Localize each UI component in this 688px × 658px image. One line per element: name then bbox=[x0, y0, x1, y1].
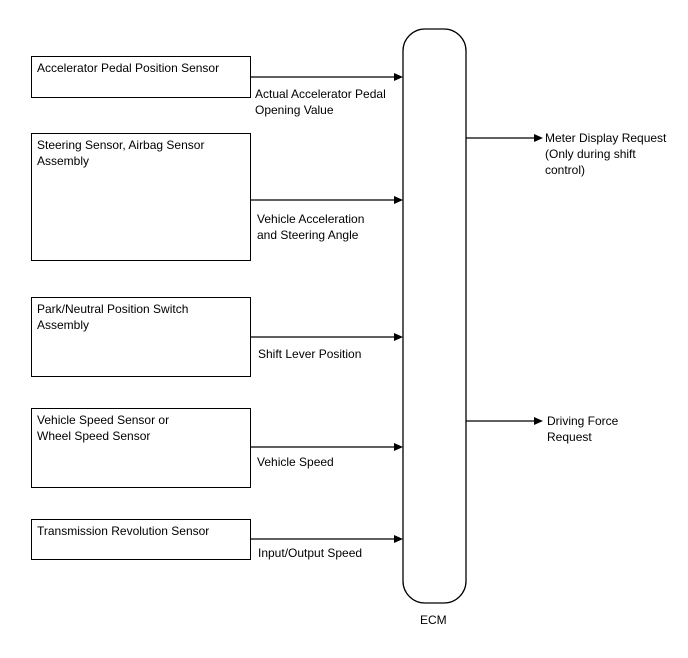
arrowhead-vehicle-speed bbox=[394, 443, 403, 451]
signal-label-accelerator: Actual Accelerator Pedal Opening Value bbox=[255, 87, 386, 117]
signal-label-vehicle-speed: Vehicle Speed bbox=[257, 455, 334, 469]
input-arrows bbox=[251, 73, 403, 543]
output-label-meter-display: Meter Display Request (Only during shift… bbox=[545, 131, 667, 177]
sensor-box-vehicle-speed: Vehicle Speed Sensor or Wheel Speed Sens… bbox=[31, 408, 251, 488]
arrowhead-driving-force bbox=[534, 417, 543, 425]
sensor-box-steering: Steering Sensor, Airbag Sensor Assembly bbox=[31, 133, 251, 261]
arrowhead-transmission bbox=[394, 535, 403, 543]
arrowhead-shift bbox=[394, 333, 403, 341]
signal-label-steering: Vehicle Acceleration and Steering Angle bbox=[257, 212, 365, 242]
sensor-box-park-neutral: Park/Neutral Position Switch Assembly bbox=[31, 297, 251, 377]
sensor-box-accelerator: Accelerator Pedal Position Sensor bbox=[31, 56, 251, 98]
ecm-block bbox=[402, 28, 467, 604]
arrowhead-steering bbox=[394, 196, 403, 204]
arrowhead-accelerator bbox=[394, 73, 403, 81]
arrowhead-meter-display bbox=[534, 134, 543, 142]
signal-label-shift: Shift Lever Position bbox=[258, 347, 362, 361]
output-label-driving-force: Driving Force Request bbox=[547, 414, 619, 444]
ecm-label: ECM bbox=[420, 613, 447, 627]
sensor-box-transmission: Transmission Revolution Sensor bbox=[31, 519, 251, 560]
signal-label-transmission: Input/Output Speed bbox=[258, 546, 363, 560]
output-arrows bbox=[466, 134, 543, 425]
